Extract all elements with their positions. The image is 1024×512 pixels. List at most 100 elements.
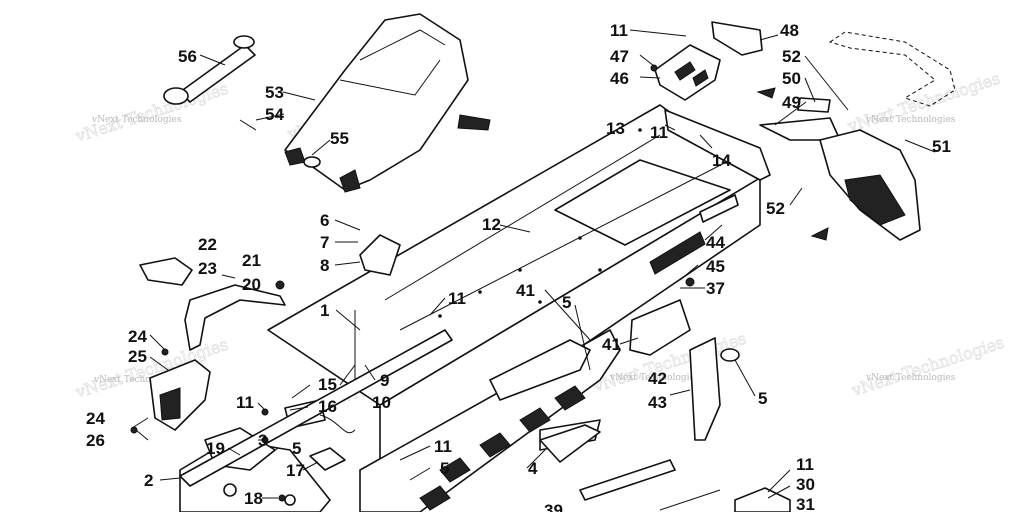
callout-8: 8 bbox=[320, 256, 329, 275]
callout-37: 37 bbox=[706, 279, 725, 298]
part-30-31-block bbox=[734, 487, 791, 512]
tunnel-hole bbox=[478, 290, 482, 294]
callout-15: 15 bbox=[318, 375, 337, 394]
tunnel-hole bbox=[518, 268, 522, 272]
strap-43 bbox=[689, 337, 721, 441]
leader-lines bbox=[131, 29, 849, 499]
running-board-slot bbox=[419, 485, 451, 511]
callout-23: 23 bbox=[198, 259, 217, 278]
strap-42 bbox=[629, 299, 691, 356]
seat-frame-outline bbox=[828, 31, 956, 107]
tunnel-edge-line bbox=[384, 134, 661, 301]
bolt bbox=[261, 408, 269, 416]
callout-26: 26 bbox=[86, 431, 105, 450]
handle-knob bbox=[163, 87, 189, 105]
flap-49 bbox=[759, 117, 841, 141]
callout-5: 5 bbox=[758, 389, 767, 408]
running-board-bar bbox=[579, 459, 676, 501]
callout-56: 56 bbox=[178, 47, 197, 66]
callout-11: 11 bbox=[796, 455, 814, 474]
callout-5: 5 bbox=[562, 293, 571, 312]
watermark-outline-right: vNext Technologies bbox=[844, 69, 1002, 136]
nut-21 bbox=[275, 280, 285, 290]
running-board bbox=[359, 329, 676, 512]
cover-22 bbox=[139, 257, 193, 286]
callout-24: 24 bbox=[128, 327, 147, 346]
bracket-46-slot-2 bbox=[692, 69, 709, 87]
tunnel-hole bbox=[438, 314, 442, 318]
bracket-8 bbox=[359, 234, 401, 276]
reflector-51 bbox=[904, 139, 936, 153]
pin-54 bbox=[239, 119, 257, 131]
callout-47: 47 bbox=[610, 47, 629, 66]
watermark-mid-right: vNext Technologies bbox=[609, 373, 700, 383]
seat-foot bbox=[339, 169, 361, 193]
tunnel-cooler-window bbox=[554, 159, 731, 246]
callout-55: 55 bbox=[330, 129, 349, 148]
callout-45: 45 bbox=[706, 257, 725, 276]
callout-5: 5 bbox=[440, 459, 449, 478]
callout-44: 44 bbox=[706, 233, 725, 252]
part-56-handle bbox=[163, 35, 256, 105]
fender-grip bbox=[844, 174, 906, 226]
callout-11: 11 bbox=[650, 123, 668, 142]
watermark-far-right: vNext Technologies bbox=[865, 373, 956, 383]
plate-25-slot bbox=[159, 387, 181, 421]
callout-17: 17 bbox=[286, 461, 305, 480]
front-frame-hole bbox=[223, 483, 237, 497]
light-48 bbox=[711, 21, 763, 56]
callout-43: 43 bbox=[648, 393, 667, 412]
callout-53: 53 bbox=[265, 83, 284, 102]
callout-54: 54 bbox=[265, 105, 284, 124]
tunnel-hole bbox=[578, 236, 582, 240]
running-board-slot bbox=[554, 385, 586, 411]
tunnel-assembly bbox=[267, 104, 761, 471]
callout-16: 16 bbox=[318, 397, 337, 416]
decal-50 bbox=[797, 97, 831, 113]
wire-16 bbox=[319, 414, 356, 434]
callout-41: 41 bbox=[516, 281, 535, 300]
callout-52: 52 bbox=[766, 199, 785, 218]
bolt bbox=[278, 494, 286, 502]
watermark-left: vNext Technologies bbox=[91, 115, 182, 125]
tunnel-decal bbox=[699, 194, 739, 223]
front-frame-hole bbox=[284, 494, 296, 506]
bracket-4 bbox=[539, 424, 601, 463]
footrest-bracket bbox=[489, 339, 591, 401]
bracket-46-slot bbox=[674, 61, 696, 81]
callout-39: 39 bbox=[544, 501, 563, 512]
callout-46: 46 bbox=[610, 69, 629, 88]
callout-2: 2 bbox=[144, 471, 153, 490]
tunnel-hole bbox=[538, 300, 542, 304]
callout-5: 5 bbox=[292, 439, 301, 458]
grab-bar-20 bbox=[184, 284, 286, 351]
seat-body bbox=[284, 13, 469, 191]
tunnel-badge bbox=[649, 231, 706, 275]
callout-20: 20 bbox=[242, 275, 261, 294]
callout-52: 52 bbox=[782, 47, 801, 66]
callout-12: 12 bbox=[482, 215, 501, 234]
callout-42: 42 bbox=[648, 369, 667, 388]
tunnel-edge-line-2 bbox=[399, 154, 741, 331]
part-39-line bbox=[659, 489, 721, 511]
callout-22: 22 bbox=[198, 235, 217, 254]
callout-4: 4 bbox=[528, 459, 538, 478]
seat-53 bbox=[284, 13, 491, 193]
callout-11: 11 bbox=[434, 437, 452, 456]
watermark-left-mid: vNext Technologies bbox=[93, 375, 184, 385]
screw-47 bbox=[650, 64, 658, 72]
mount-17 bbox=[309, 447, 346, 471]
handle-cap bbox=[233, 35, 255, 49]
callout-14: 14 bbox=[712, 151, 731, 170]
tunnel-hole bbox=[638, 128, 642, 132]
callout-51: 51 bbox=[932, 137, 951, 156]
callout-31: 31 bbox=[796, 495, 815, 512]
bolt bbox=[685, 277, 695, 287]
callout-19: 19 bbox=[206, 439, 225, 458]
callouts: 56 53 54 55 11 48 47 46 52 50 49 13 11 1… bbox=[86, 21, 951, 512]
rail-2 bbox=[179, 329, 453, 487]
callout-1: 1 bbox=[320, 301, 329, 320]
callout-25: 25 bbox=[128, 347, 147, 366]
parts-46-48 bbox=[650, 21, 763, 101]
